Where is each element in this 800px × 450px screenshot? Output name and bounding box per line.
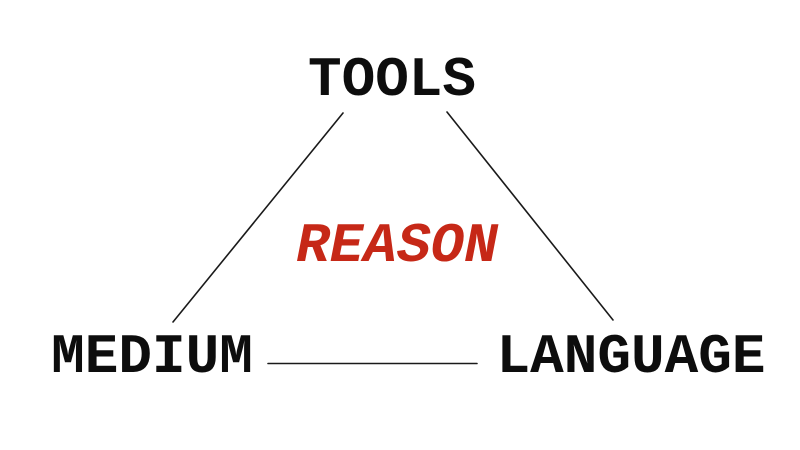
edge-tools-medium (172, 112, 344, 323)
edge-tools-language (446, 111, 614, 321)
node-tools-label: TOOLS (307, 48, 477, 112)
node-medium-label: MEDIUM (51, 325, 253, 389)
node-reason-label: REASON (296, 214, 498, 278)
node-language-label: LANGUAGE (496, 325, 766, 389)
